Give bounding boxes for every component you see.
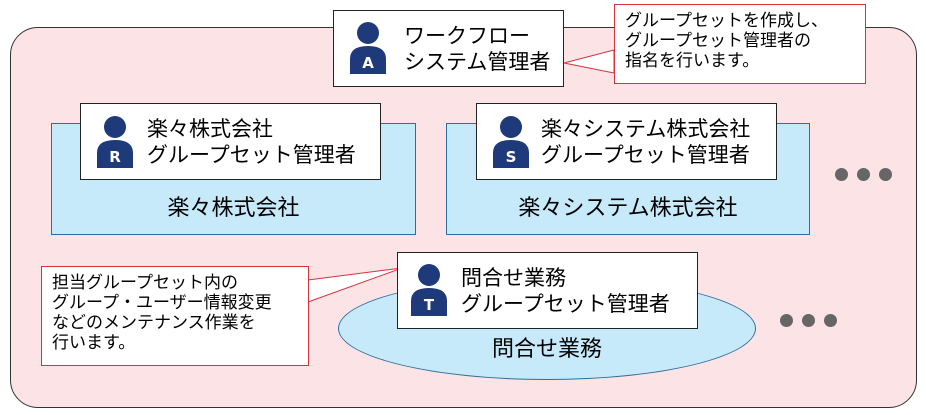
card-line2: システム管理者 <box>404 50 551 74</box>
person-icon: T <box>411 264 447 316</box>
person-icon: A <box>350 22 386 74</box>
note-line: 担当グループセット内の <box>52 273 238 293</box>
company-area-label: 楽々株式会社 <box>167 196 300 221</box>
callout-note-top: グループセットを作成し、 グループセット管理者の 指名を行います。 <box>614 4 866 84</box>
card-line1: 楽々株式会社 <box>147 117 273 141</box>
person-letter: S <box>505 148 517 166</box>
card-line1: 問合せ業務 <box>461 266 566 290</box>
note-line: などのメンテナンス作業を <box>52 313 256 333</box>
note-top-tail <box>563 49 615 74</box>
workflow-admin-card: A ワークフロー システム管理者 <box>333 10 564 87</box>
card-line2: グループセット管理者 <box>147 143 356 167</box>
person-icon: R <box>97 116 133 168</box>
note-line: 指名を行います。 <box>625 51 760 71</box>
raku-admin-card: R 楽々株式会社 グループセット管理者 <box>80 103 381 180</box>
inquiry-area-label: 問合せ業務 <box>491 337 602 362</box>
more-companies-ellipsis <box>835 168 892 181</box>
card-line2: グループセット管理者 <box>541 143 750 167</box>
company-area-label: 楽々システム株式会社 <box>518 196 738 221</box>
person-letter: A <box>362 54 374 72</box>
note-line: グループセット管理者の <box>625 31 811 51</box>
person-letter: T <box>423 296 435 314</box>
note-line: グループセットを作成し、 <box>625 11 828 31</box>
note-line: 行います。 <box>52 333 136 353</box>
person-letter: R <box>109 148 121 166</box>
note-line: グループ・ユーザー情報変更 <box>52 293 272 313</box>
more-groupsets-ellipsis <box>780 314 837 327</box>
card-line1: ワークフロー <box>404 24 530 48</box>
raku-system-admin-card: S 楽々システム株式会社 グループセット管理者 <box>476 103 777 180</box>
note-left-tail <box>307 267 403 303</box>
person-icon: S <box>493 116 529 168</box>
inquiry-admin-card: T 問合せ業務 グループセット管理者 <box>397 252 698 329</box>
callout-note-left: 担当グループセット内の グループ・ユーザー情報変更 などのメンテナンス作業を 行… <box>41 266 309 366</box>
card-line1: 楽々システム株式会社 <box>541 117 751 141</box>
card-line2: グループセット管理者 <box>461 292 670 316</box>
